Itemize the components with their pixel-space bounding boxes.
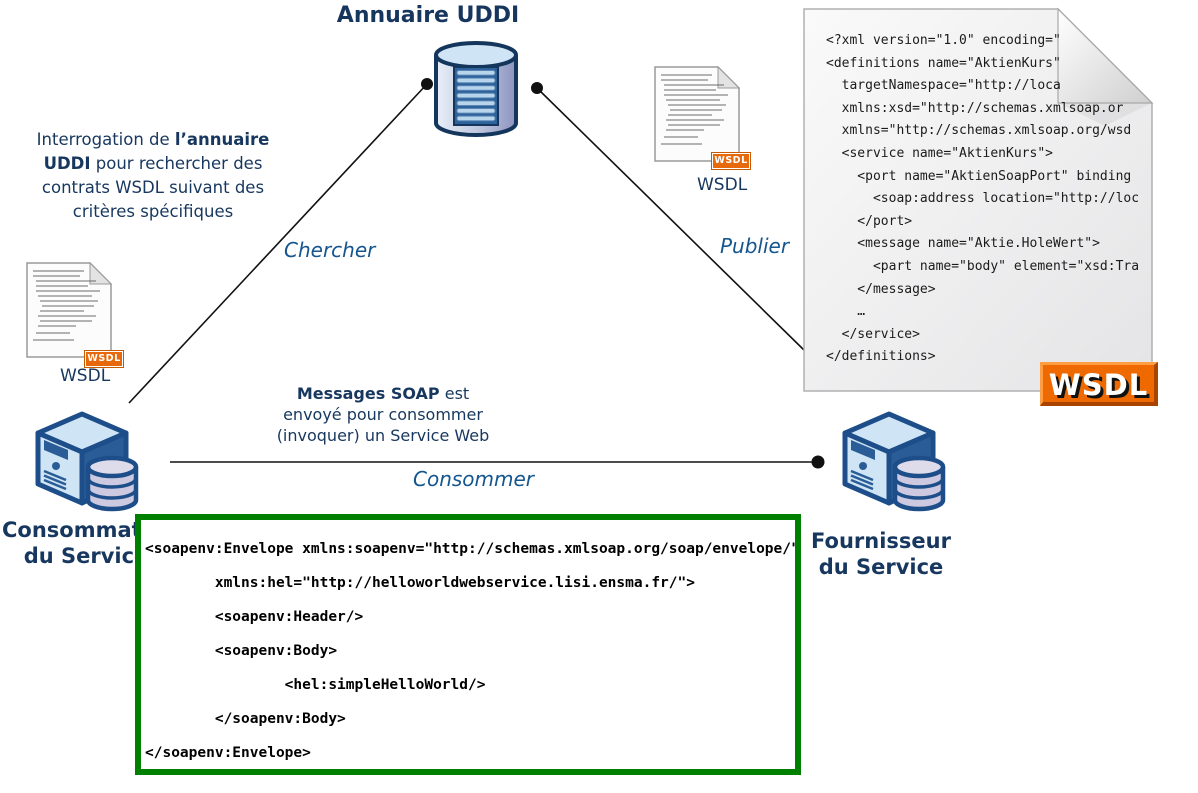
edge-publier-line <box>536 87 807 353</box>
provider-server-icon <box>822 405 962 517</box>
code-line: <soapenv:Header/> <box>145 609 364 625</box>
consumer-label-line2: du Service <box>23 544 149 568</box>
wsdl-document-icon-left <box>26 262 112 358</box>
code-line: <part name="body" element="xsd:Tra <box>826 258 1140 274</box>
code-line: xmlns="http://schemas.xmlsoap.org/wsd <box>826 123 1132 139</box>
edge-label-chercher: Chercher <box>284 238 376 262</box>
soap-message-annotation: Messages SOAP est envoyé pour consommer (i… <box>267 383 499 446</box>
code-line: <soapenv:Body> <box>145 643 338 659</box>
code-line: <soap:address location="http://loc <box>826 191 1140 207</box>
edge-endpoint-dot <box>811 455 825 469</box>
edge-label-consommer: Consommer <box>413 467 535 491</box>
consumer-server-icon <box>15 405 155 517</box>
text-line: contrats WSDL suivant des <box>41 178 265 197</box>
code-line: <port name="AktienSoapPort" binding <box>826 168 1132 184</box>
text-line: Interrogation de l’annuaire <box>36 130 270 149</box>
edge-label-publier: Publier <box>720 234 790 258</box>
edge-endpoint-dot <box>421 78 433 90</box>
code-line: xmlns:xsd="http://schemas.xmlsoap.or <box>826 100 1124 116</box>
wsdl-badge: WSDL <box>1040 362 1158 406</box>
code-line: <message name="Aktie.HoleWert"> <box>826 236 1100 252</box>
text-line: (invoquer) un Service Web <box>276 426 490 445</box>
text-line: UDDI pour rechercher des <box>43 154 263 173</box>
diagram-title: Annuaire UDDI <box>336 3 520 28</box>
code-line: xmlns:hel="http://helloworldwebservice.l… <box>145 575 695 591</box>
code-line: </message> <box>826 281 936 297</box>
provider-label-line2: du Service <box>818 555 944 579</box>
soap-envelope-box: <soapenv:Envelope xmlns:soapenv="http://… <box>135 514 801 775</box>
wsdl-caption-left: WSDL <box>60 366 111 386</box>
code-line: <service name="AktienKurs"> <box>826 145 1053 161</box>
edge-endpoint-dot <box>531 82 543 94</box>
code-line: </port> <box>826 213 913 229</box>
provider-node-label: Fournisseur du Service <box>800 528 962 580</box>
wsdl-mini-badge-left: WSDL <box>84 350 124 368</box>
code-line: </soapenv:Body> <box>145 711 346 727</box>
edge-chercher-line <box>128 83 428 404</box>
code-line: <soapenv:Envelope xmlns:soapenv="http://… <box>145 541 800 557</box>
provider-label-line1: Fournisseur <box>811 529 951 553</box>
text-line: Messages SOAP est <box>296 384 470 403</box>
code-line: </soapenv:Envelope> <box>145 745 311 761</box>
wsdl-caption-right: WSDL <box>697 175 748 195</box>
code-line: </service> <box>826 326 920 342</box>
wsdl-xml-code: <?xml version="1.0" encoding=" <definitio… <box>826 30 1142 369</box>
code-line: … <box>826 304 866 320</box>
text-line: critères spécifiques <box>72 202 234 221</box>
code-line: targetNamespace="http://loca <box>826 78 1061 94</box>
soap-xml-code: <soapenv:Envelope xmlns:soapenv="http://… <box>141 520 800 769</box>
code-line: </definitions> <box>826 349 936 365</box>
code-line: <?xml version="1.0" encoding=" <box>826 33 1061 48</box>
code-line: <hel:simpleHelloWorld/> <box>145 677 486 693</box>
wsdl-mini-badge-right: WSDL <box>711 152 751 170</box>
wsdl-document-page <box>803 7 1154 392</box>
text-line: envoyé pour consommer <box>283 405 483 424</box>
uddi-registry-database-icon <box>434 41 518 137</box>
wsdl-document-icon-right <box>654 66 740 162</box>
code-line: <definitions name="AktienKurs" <box>826 55 1061 71</box>
